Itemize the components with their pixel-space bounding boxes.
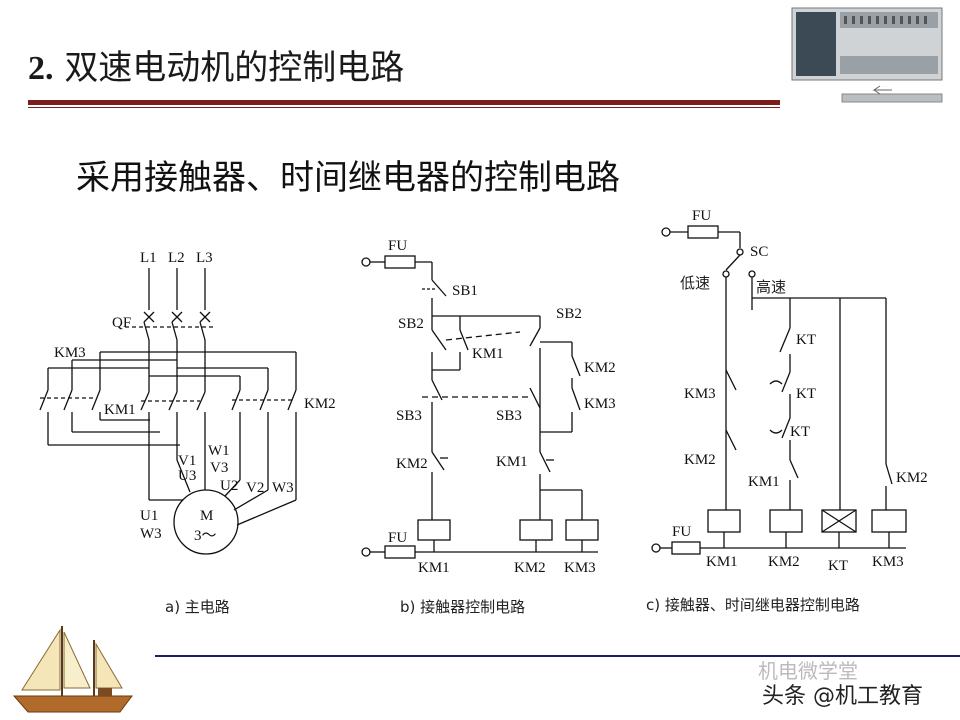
slide-title: 2. 双速电动机的控制电路 xyxy=(28,40,404,89)
b-sb3-right: SB3 xyxy=(496,408,522,424)
motor-phase-label: 3～ xyxy=(194,528,217,544)
c-km3: KM3 xyxy=(684,386,716,402)
c-km2: KM2 xyxy=(684,452,716,468)
terminal-u2: U2 xyxy=(220,478,238,494)
c-km1: KM1 xyxy=(748,474,780,490)
b-km1-interlock: KM1 xyxy=(496,454,528,470)
b-sb1: SB1 xyxy=(452,283,478,299)
diagram-c-timer-control xyxy=(651,225,907,555)
title-number: 2. xyxy=(28,50,54,87)
b-fu-top: FU xyxy=(388,238,407,254)
title-text: 双速电动机的控制电路 xyxy=(64,48,405,88)
terminal-w1: W1 xyxy=(208,443,230,459)
b-sb2-right: SB2 xyxy=(556,306,582,322)
c-coil-kt: KT xyxy=(828,558,848,574)
phase-l1-label: L1 xyxy=(140,250,157,266)
c-coil-km1: KM1 xyxy=(706,554,738,570)
c-coil-km2: KM2 xyxy=(768,554,800,570)
terminal-v1: V1 xyxy=(178,453,196,469)
phase-l3-label: L3 xyxy=(196,250,213,266)
watermark-channel: 机电微学堂 xyxy=(758,659,858,683)
c-sc: SC xyxy=(750,244,768,260)
b-fu-bottom: FU xyxy=(388,530,407,546)
sailboat-logo xyxy=(12,626,133,713)
c-kt-2: KT xyxy=(796,386,816,402)
c-kt-1: KT xyxy=(796,332,816,348)
terminal-w3-left: W3 xyxy=(140,526,162,542)
km2-label: KM2 xyxy=(304,396,336,412)
c-high-speed: 高速 xyxy=(756,278,786,296)
caption-b: b) 接触器控制电路 xyxy=(400,598,525,616)
diagram-a-main-circuit xyxy=(39,268,297,555)
b-km1-contact: KM1 xyxy=(472,346,504,362)
c-low-speed: 低速 xyxy=(680,274,710,292)
terminal-w3-right: W3 xyxy=(272,480,294,496)
c-kt-3: KT xyxy=(790,424,810,440)
title-divider-thin xyxy=(28,107,780,108)
c-km2-right: KM2 xyxy=(896,470,928,486)
b-sb2-left: SB2 xyxy=(398,316,424,332)
b-km2-interlock: KM2 xyxy=(396,456,428,472)
phase-l2-label: L2 xyxy=(168,250,185,266)
title-divider xyxy=(28,100,780,105)
watermark-source: 头条 @机工教育 xyxy=(762,684,923,709)
plc-device-image xyxy=(791,7,943,103)
caption-c: c) 接触器、时间继电器控制电路 xyxy=(646,596,860,614)
c-fu-bottom: FU xyxy=(672,524,691,540)
caption-a: a) 主电路 xyxy=(165,598,230,616)
c-coil-km3: KM3 xyxy=(872,554,904,570)
b-km2-contact: KM2 xyxy=(584,360,616,376)
km1-label: KM1 xyxy=(104,402,136,418)
diagram-b-contactor-control xyxy=(361,255,599,559)
b-km3-contact: KM3 xyxy=(584,396,616,412)
b-sb3-left: SB3 xyxy=(396,408,422,424)
terminal-u3: U3 xyxy=(178,468,196,484)
terminal-v3: V3 xyxy=(210,460,228,476)
motor-label: M xyxy=(200,508,213,524)
terminal-v2: V2 xyxy=(246,480,264,496)
footer-divider xyxy=(155,655,960,657)
slide-subtitle: 采用接触器、时间继电器的控制电路 xyxy=(76,158,620,198)
b-coil-km2: KM2 xyxy=(514,560,546,576)
km3-label: KM3 xyxy=(54,345,86,361)
b-coil-km1: KM1 xyxy=(418,560,450,576)
terminal-u1: U1 xyxy=(140,508,158,524)
c-fu-top: FU xyxy=(692,208,711,224)
b-coil-km3: KM3 xyxy=(564,560,596,576)
qf-label: QF xyxy=(112,315,131,331)
